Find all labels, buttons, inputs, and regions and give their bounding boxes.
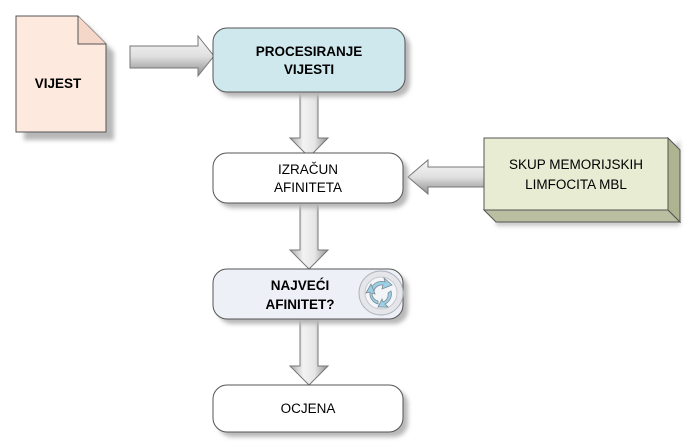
decision-label-line2: AFINITET? [266,297,335,312]
memory-box-bottom-face [482,209,682,223]
processing-box [212,27,406,93]
arrow-document-to-processing [129,34,215,78]
affinity-box [212,152,404,204]
arrow-memory-to-affinity [407,158,485,196]
document-shape [15,15,107,133]
arrow-processing-to-affinity [288,91,330,158]
affinity-node: IZRAČUN AFINITETA [212,152,408,208]
arrow-decision-to-evaluation [288,319,330,386]
arrow-affinity-to-decision [288,202,330,270]
decision-label-line1: NAJVEĆI [271,278,330,293]
memory-node: SKUP MEMORIJSKIH LIMFOCITA MBL [482,136,682,226]
affinity-label-line1: IZRAČUN [278,162,338,177]
document-label: VIJEST [35,76,82,91]
evaluation-label: OCJENA [281,401,336,416]
processing-label-line2: VIJESTI [284,62,334,77]
memory-box [483,137,669,211]
processing-node: PROCESIRANJE VIJESTI [212,27,410,97]
affinity-label-line2: AFINITETA [274,180,342,195]
evaluation-node: OCJENA [212,384,408,437]
document-node: VIJEST [15,15,114,140]
evaluation-box [212,384,404,433]
memory-label-line2: LIMFOCITA MBL [525,177,627,192]
memory-label-line1: SKUP MEMORIJSKIH [509,157,643,172]
memory-box-side-face [667,136,681,224]
cycle-icon [358,270,404,316]
decision-node: NAJVEĆI AFINITET? [212,268,408,324]
processing-label-line1: PROCESIRANJE [256,44,363,59]
